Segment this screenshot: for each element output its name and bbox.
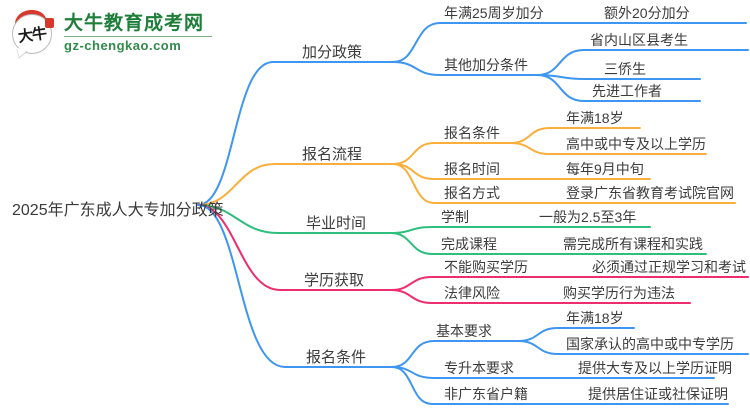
topic-signup-method[interactable]: 报名方式 <box>444 185 500 201</box>
topic-signup-conditions[interactable]: 报名条件 <box>444 125 500 141</box>
topic-highschool-or-above[interactable]: 高中或中专及以上学历 <box>566 136 706 152</box>
logo-bubble-tail <box>15 47 28 60</box>
topic-graduation-time[interactable]: 毕业时间 <box>306 215 367 232</box>
topic-upgrade-requirement[interactable]: 专升本要求 <box>444 360 514 376</box>
topic-signup-requirements[interactable]: 报名条件 <box>306 349 367 366</box>
topic-cannot-buy-diploma[interactable]: 不能购买学历 <box>444 259 528 275</box>
topic-official-website[interactable]: 登录广东省教育考试院官网 <box>566 185 734 201</box>
topic-2-5-to-3-years[interactable]: 一般为2.5至3年 <box>539 209 637 225</box>
logo-bubble-icon: 大牛 <box>10 7 56 60</box>
topic-model-workers[interactable]: 先进工作者 <box>592 83 662 99</box>
topic-non-guangdong[interactable]: 非广东省户籍 <box>444 386 528 402</box>
topic-legal-risk[interactable]: 法律风险 <box>444 285 500 301</box>
site-url: gz-chengkao.com <box>64 38 182 53</box>
topic-age18-process[interactable]: 年满18岁 <box>566 110 624 126</box>
topic-residence-proof[interactable]: 提供居住证或社保证明 <box>588 386 728 402</box>
topic-overseas-chinese[interactable]: 三侨生 <box>604 61 646 77</box>
topic-schooling-length[interactable]: 学制 <box>441 209 469 225</box>
topic-other-bonus[interactable]: 其他加分条件 <box>444 57 528 73</box>
site-logo[interactable]: 大牛 大牛教育成考网 gz-chengkao.com <box>10 7 212 60</box>
topic-diploma-obtain[interactable]: 学历获取 <box>304 272 365 289</box>
topic-complete-courses[interactable]: 完成课程 <box>441 236 497 252</box>
topic-nation-recognized-diploma[interactable]: 国家承认的高中或中专学历 <box>566 336 734 352</box>
topic-all-courses-practice[interactable]: 需完成所有课程和实践 <box>563 236 703 252</box>
topic-signup-process[interactable]: 报名流程 <box>302 146 363 163</box>
topic-bonus-policy[interactable]: 加分政策 <box>302 44 363 61</box>
root-topic[interactable]: 2025年广东成人大专加分政策 <box>12 202 224 219</box>
topic-formal-study-exam[interactable]: 必须通过正规学习和考试 <box>592 259 746 275</box>
logo-divider <box>64 36 212 37</box>
topic-extra-20pts[interactable]: 额外20分加分 <box>604 5 690 21</box>
topic-signup-time[interactable]: 报名时间 <box>444 161 500 177</box>
logo-icon-text: 大牛 <box>17 25 48 46</box>
logo-seal-icon <box>45 18 54 28</box>
topic-basic-requirements[interactable]: 基本要求 <box>436 323 492 339</box>
topic-mountain-candidates[interactable]: 省内山区县考生 <box>590 32 688 48</box>
topic-age25-bonus[interactable]: 年满25周岁加分 <box>444 5 544 21</box>
link-branch-process <box>197 163 394 206</box>
link-branch-bonus <box>197 61 394 206</box>
topic-age18-req[interactable]: 年满18岁 <box>566 310 624 326</box>
topic-buying-illegal[interactable]: 购买学历行为违法 <box>563 285 675 301</box>
site-name: 大牛教育成考网 <box>64 13 205 34</box>
topic-college-proof[interactable]: 提供大专及以上学历证明 <box>578 360 732 376</box>
topic-september[interactable]: 每年9月中旬 <box>566 161 644 177</box>
link-schooling <box>390 226 651 234</box>
